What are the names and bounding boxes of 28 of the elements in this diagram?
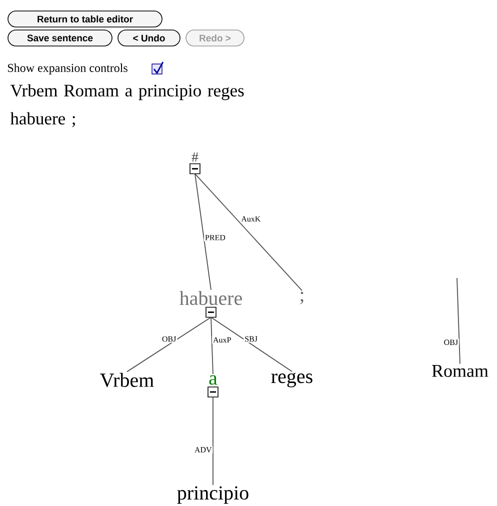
word: Vrbem [100, 372, 154, 388]
tree-edge [210, 316, 292, 372]
edge-label: OBJ [162, 336, 176, 342]
tree-edge [456, 278, 460, 364]
word: a [209, 375, 218, 385]
checkbox-label: Show expansion controls [8, 64, 128, 74]
edge-label: ADV [194, 447, 212, 453]
edge-label: PRED [205, 234, 226, 240]
word: ; [300, 292, 304, 304]
edge-label: OBJ [444, 340, 458, 346]
word: # [192, 152, 198, 162]
button: Return to table editor [8, 10, 162, 28]
tree-edge [212, 396, 214, 486]
edge-label: AuxK [241, 216, 261, 222]
tree-edge [194, 173, 302, 292]
word: habuere [180, 290, 242, 306]
word: Romam [432, 365, 488, 377]
button: Redo > [186, 30, 244, 46]
word: reges [271, 372, 312, 388]
button: Save sentence [8, 30, 112, 46]
tree-edge [126, 316, 212, 372]
tree-edge [194, 173, 212, 290]
tree-edge [210, 316, 214, 374]
edge-label: AuxP [213, 337, 231, 343]
edge-label: SBJ [245, 336, 258, 342]
button: < Undo [118, 30, 180, 46]
sentence: Vrbem Romam a principio reges habuere ; [10, 84, 244, 128]
word: principio [177, 486, 248, 504]
